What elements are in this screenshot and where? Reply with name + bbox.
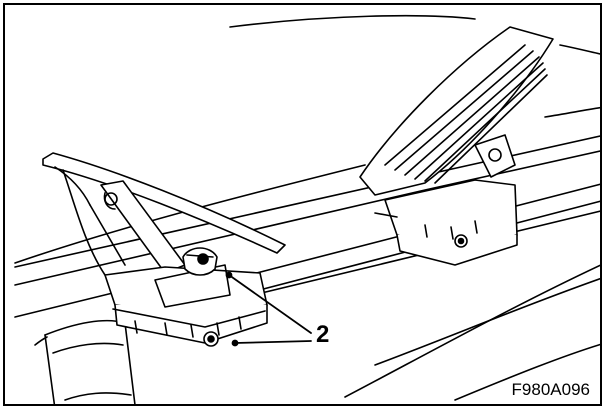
- callout-number-label: 2: [316, 321, 330, 348]
- crossbar-end-bracket: [34, 319, 136, 404]
- front-kayak-cradle: [42, 152, 286, 347]
- leader-line-upper: [228, 274, 312, 334]
- illustration-frame: 2 F980A096: [3, 3, 602, 406]
- rear-kayak-cradle: [359, 26, 554, 266]
- callout-leaders: [225, 271, 312, 347]
- leader-dot-lower: [231, 339, 239, 347]
- roof-rack-illustration: [14, 14, 600, 404]
- figure-code: F980A096: [511, 380, 590, 399]
- leader-dot-upper: [225, 271, 233, 279]
- leader-line-lower: [234, 340, 312, 344]
